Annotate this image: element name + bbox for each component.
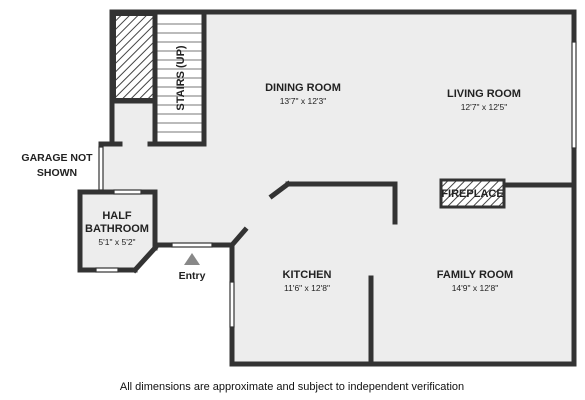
family-room-dim: 14'9" x 12'8" [452, 283, 499, 293]
disclaimer: All dimensions are approximate and subje… [120, 381, 464, 393]
garage-note-line1: GARAGE NOT [21, 152, 93, 164]
walls [77, 9, 577, 367]
half-bath-dim: 5'1" x 5'2" [98, 237, 135, 247]
floor-area [80, 12, 574, 364]
entry-label: Entry [179, 270, 206, 282]
garage-note-line2: SHOWN [37, 167, 77, 179]
windows [95, 41, 577, 328]
living-room-name: LIVING ROOM [447, 88, 521, 100]
dining-room-dim: 13'7" x 12'3" [280, 96, 327, 106]
fireplace-label: FIREPLACE [441, 188, 503, 200]
kitchen-name: KITCHEN [283, 269, 332, 281]
entry-arrow-icon [184, 253, 200, 265]
stairs-label: STAIRS (UP) [175, 45, 187, 111]
family-room-name: FAMILY ROOM [437, 269, 513, 281]
half-bath-name-line1: HALF [102, 210, 132, 222]
fireplace [439, 178, 506, 209]
living-room-dim: 12'7" x 12'5" [461, 102, 508, 112]
kitchen-dim: 11'6" x 12'8" [284, 283, 330, 293]
stairs [157, 15, 204, 142]
hatched-closet [114, 14, 156, 100]
dining-room-name: DINING ROOM [265, 82, 341, 94]
half-bath-name-line2: BATHROOM [85, 223, 149, 235]
